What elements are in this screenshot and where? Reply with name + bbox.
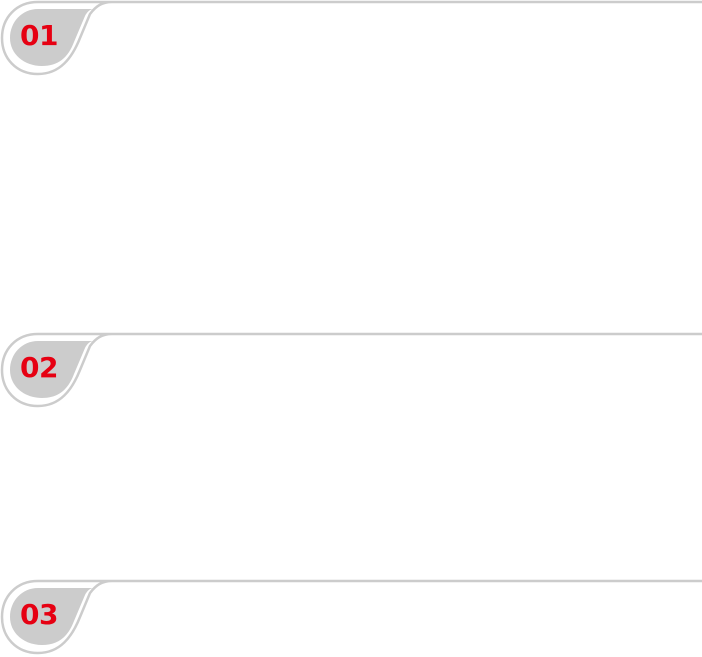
section-number: 03	[20, 598, 58, 631]
section-divider-line	[0, 0, 702, 76]
number-badge-shape	[10, 9, 94, 66]
section-header-1: 01	[0, 0, 702, 78]
number-badge-shape	[10, 341, 94, 398]
section-header-2: 02	[0, 332, 702, 410]
section-number: 01	[20, 19, 58, 52]
section-divider-line	[0, 332, 702, 408]
section-divider-line	[0, 579, 702, 655]
section-header-3: 03	[0, 579, 702, 657]
section-number: 02	[20, 351, 58, 384]
number-badge-shape	[10, 588, 94, 645]
